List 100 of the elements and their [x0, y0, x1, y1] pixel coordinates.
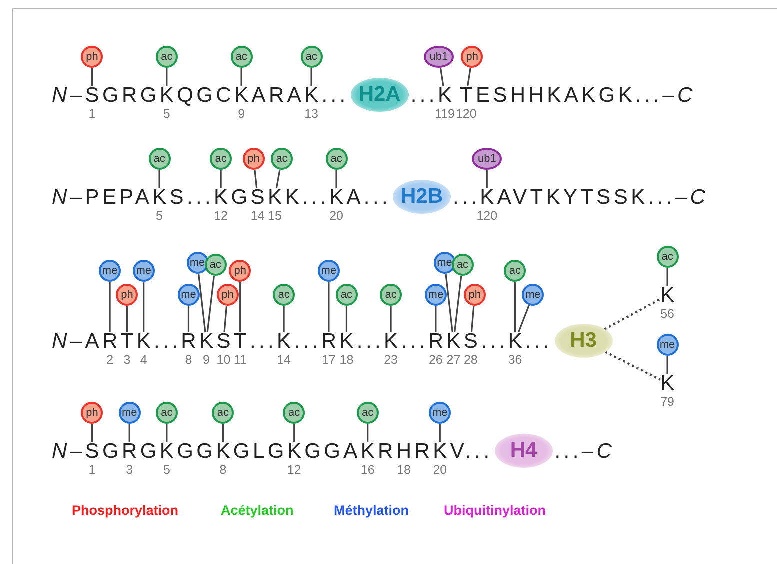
sequence-text: ESHHKAKGK...–C [476, 85, 696, 106]
legend-entry: Méthylation [334, 503, 410, 518]
residue-letter: K [152, 187, 167, 208]
modification-marker: ac [504, 260, 526, 282]
stem-line [336, 170, 338, 188]
residue-letter: R [181, 331, 196, 352]
residue-number: 18 [397, 464, 411, 476]
modification-marker: me [318, 260, 340, 282]
residue-letter: K [660, 373, 675, 394]
modification-marker: me [434, 252, 456, 274]
sequence-text: ... [154, 331, 182, 352]
residue-number: 36 [508, 354, 522, 366]
residue-letter: S [216, 331, 231, 352]
sequence-text: ... [525, 331, 553, 352]
modification-marker: ac [326, 148, 348, 170]
residue-letter: S [464, 331, 478, 352]
sequence-text: S... [170, 187, 214, 208]
histone-oval: H2A [350, 78, 409, 112]
residue-number: 9 [203, 354, 210, 366]
stem-line [158, 170, 160, 188]
modification-marker: me [99, 260, 122, 282]
sequence-text: N–PEPA [52, 187, 153, 208]
modification-marker: ac [204, 254, 227, 276]
residue-number: 3 [126, 464, 134, 476]
sequence-text: ... [481, 331, 508, 352]
modification-marker: ph [229, 260, 252, 282]
sequence-text: N– [52, 85, 86, 106]
residue-letter: K [287, 441, 302, 462]
stem-line [346, 306, 348, 332]
modification-marker: me [132, 260, 155, 282]
residue-letter: S [85, 85, 100, 106]
modification-marker: ac [156, 46, 178, 68]
residue-number: 8 [220, 464, 227, 476]
modification-marker: me [424, 284, 447, 306]
residue-letter: K [216, 441, 230, 462]
modification-marker: ac [452, 254, 474, 276]
sequence-text: ... [322, 85, 349, 106]
residue-number: 28 [464, 354, 478, 366]
stem-line [310, 68, 312, 86]
stem-line [367, 424, 369, 442]
residue-number: 27 [446, 354, 461, 366]
residue-number: 79 [660, 396, 674, 408]
residue-number: 14 [250, 210, 265, 222]
sequence-text: R [378, 441, 396, 462]
residue-number: 23 [384, 354, 398, 366]
residue-number: 10 [216, 354, 231, 366]
residue-letter: K [446, 331, 461, 352]
modification-marker: ac [656, 246, 679, 268]
stem-line [440, 68, 444, 87]
residue-number: 26 [428, 354, 443, 366]
stem-line [91, 68, 94, 86]
stem-line [445, 274, 454, 333]
sequence-text: GGA [304, 441, 361, 462]
sequence-text: G [231, 187, 251, 208]
modification-marker: ac [230, 46, 253, 68]
modification-marker: ac [212, 402, 234, 424]
modification-marker: me [186, 252, 209, 274]
residue-letter: K [200, 331, 214, 352]
histone-oval: H2B [393, 180, 452, 214]
residue-number: 120 [476, 210, 498, 222]
modification-marker: ac [210, 148, 232, 170]
residue-letter: R [102, 331, 118, 352]
sequence-text: AVTKYTSSK...–C [497, 187, 709, 208]
stem-line [666, 268, 668, 286]
sequence-text: ...–C [554, 441, 616, 462]
residue-number: 14 [277, 354, 291, 366]
modification-marker: ac [271, 148, 293, 170]
modification-marker: me [118, 402, 141, 424]
stem-line [328, 282, 330, 332]
sequence-text: N–A [52, 331, 102, 352]
residue-number: 20 [433, 464, 448, 476]
stem-line [435, 306, 437, 332]
modification-marker: ph [461, 46, 484, 68]
stem-line [109, 282, 111, 332]
modification-marker: ph [464, 284, 486, 306]
dotted-connector [604, 351, 662, 381]
residue-number: 8 [185, 354, 192, 366]
stem-line [91, 424, 94, 442]
residue-letter: K [438, 85, 452, 106]
residue-letter: K [160, 441, 174, 462]
residue-number: 1 [88, 464, 96, 476]
residue-letter: T [120, 331, 134, 352]
residue-letter: R [321, 331, 337, 352]
sequence-text: G [140, 441, 160, 462]
residue-number: 4 [140, 354, 148, 366]
stem-line [514, 282, 516, 332]
stem-line [128, 424, 130, 442]
residue-letter: K [268, 187, 282, 208]
sequence-text: ARA [252, 85, 305, 106]
residue-letter: S [85, 441, 100, 462]
modification-marker: me [429, 402, 452, 424]
residue-number: 9 [238, 108, 246, 120]
stem-line [143, 282, 145, 332]
stem-line [283, 306, 285, 332]
residue-letter: K [480, 187, 494, 208]
sequence-text: ... [410, 85, 438, 106]
residue-number: 1 [88, 108, 96, 120]
residue-letter: K [433, 441, 448, 462]
histone-oval: H3 [554, 324, 613, 358]
residue-letter: K [384, 331, 398, 352]
